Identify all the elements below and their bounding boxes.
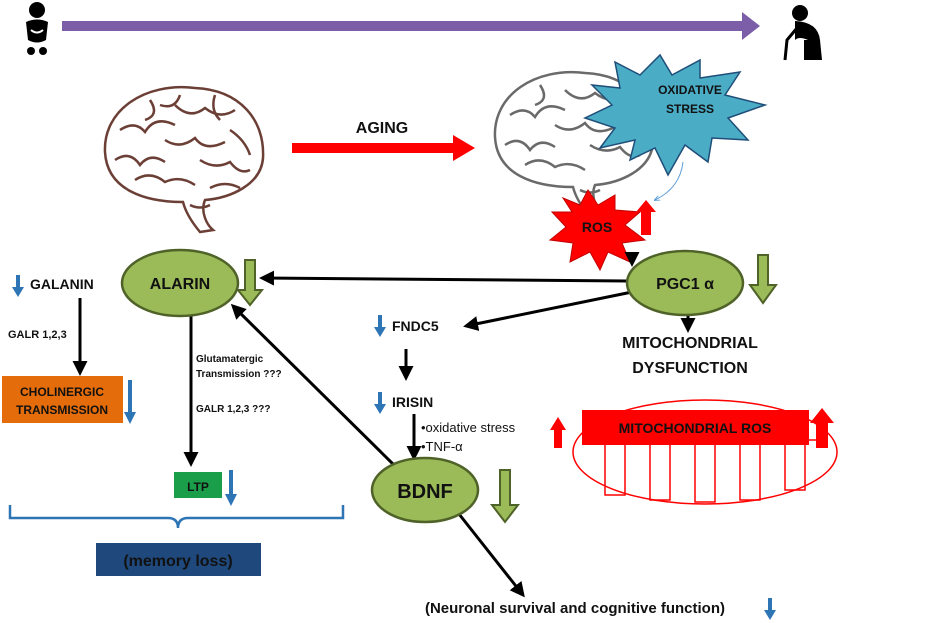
pgc1a-node: PGC1 α xyxy=(625,249,745,317)
aging-label: AGING xyxy=(356,120,408,137)
mito-ros-up-arrow-right xyxy=(810,408,834,448)
pgc1a-to-alarin-arrow xyxy=(259,270,628,286)
pgc1a-down-arrow xyxy=(748,254,778,305)
irisin-effect-1: •oxidative stress xyxy=(421,420,516,435)
cholinergic-line1: CHOLINERGIC xyxy=(20,385,104,399)
green-down-arrows xyxy=(235,254,778,524)
mito-ros-up-arrow-left xyxy=(550,417,566,448)
ltp-box: LTP xyxy=(174,472,222,498)
brain-icon xyxy=(103,85,265,234)
timeline-arrow xyxy=(62,12,760,40)
pgc1a-label: PGC1 α xyxy=(656,276,714,293)
irisin-label: IRISIN xyxy=(392,394,433,410)
cholinergic-line2: TRANSMISSION xyxy=(16,403,108,417)
ltp-label: LTP xyxy=(187,480,209,494)
irisin-effect-2: •TNF-α xyxy=(421,439,463,454)
cholinergic-box: CHOLINERGIC TRANSMISSION xyxy=(2,376,123,423)
stress-to-ros-arrow xyxy=(655,161,684,200)
cholinergic-down-arrow xyxy=(124,380,136,424)
mito-ros-label: MITOCHONDRIAL ROS xyxy=(619,420,772,436)
ros-up-arrow xyxy=(636,200,656,235)
bdnf-to-outcome-arrow xyxy=(457,513,525,598)
alarin-down-arrow xyxy=(235,259,265,307)
ltp-down-arrow xyxy=(225,470,237,506)
memory-loss-label: (memory loss) xyxy=(123,553,232,570)
fndc5-label: FNDC5 xyxy=(392,318,439,334)
elderly-person-icon xyxy=(783,5,822,61)
mito-dysfunction-line1: MITOCHONDRIAL xyxy=(622,335,758,352)
alarin-label: ALARIN xyxy=(150,276,210,293)
galr-mid-label: GALR 1,2,3 ??? xyxy=(196,404,270,415)
memory-loss-box: (memory loss) xyxy=(96,543,261,576)
bdnf-down-arrow xyxy=(489,469,521,524)
alarin-node: ALARIN xyxy=(120,248,240,318)
irisin-down-arrow xyxy=(374,392,386,414)
glutamatergic-line1: Glutamatergic xyxy=(196,354,264,365)
galanin-down-arrow xyxy=(12,275,24,297)
galanin-label: GALANIN xyxy=(30,276,94,292)
bdnf-to-alarin-arrow xyxy=(230,303,397,468)
ros-label: ROS xyxy=(582,219,612,235)
oxidative-stress-line1: OXIDATIVE xyxy=(658,83,722,97)
outcome-label: (Neuronal survival and cognitive functio… xyxy=(425,600,725,617)
mito-dysfunction-line2: DYSFUNCTION xyxy=(632,360,748,377)
oxidative-stress-line2: STRESS xyxy=(666,102,714,116)
bdnf-node: BDNF xyxy=(370,456,480,524)
pgc1a-to-fndc5-arrow xyxy=(463,290,633,331)
galr-left-label: GALR 1,2,3 xyxy=(8,329,67,341)
glutamatergic-line2: Transmission ??? xyxy=(196,369,282,380)
fndc5-down-arrow xyxy=(374,315,386,337)
timeline xyxy=(26,2,822,61)
outcome-down-arrow xyxy=(764,598,776,620)
mito-ros-box: MITOCHONDRIAL ROS xyxy=(582,410,809,445)
oxidative-stress-star: OXIDATIVE STRESS xyxy=(583,53,768,177)
bdnf-label: BDNF xyxy=(397,481,453,503)
aging-arrow xyxy=(292,135,475,161)
memory-brace xyxy=(8,505,345,529)
baby-icon xyxy=(26,2,48,55)
